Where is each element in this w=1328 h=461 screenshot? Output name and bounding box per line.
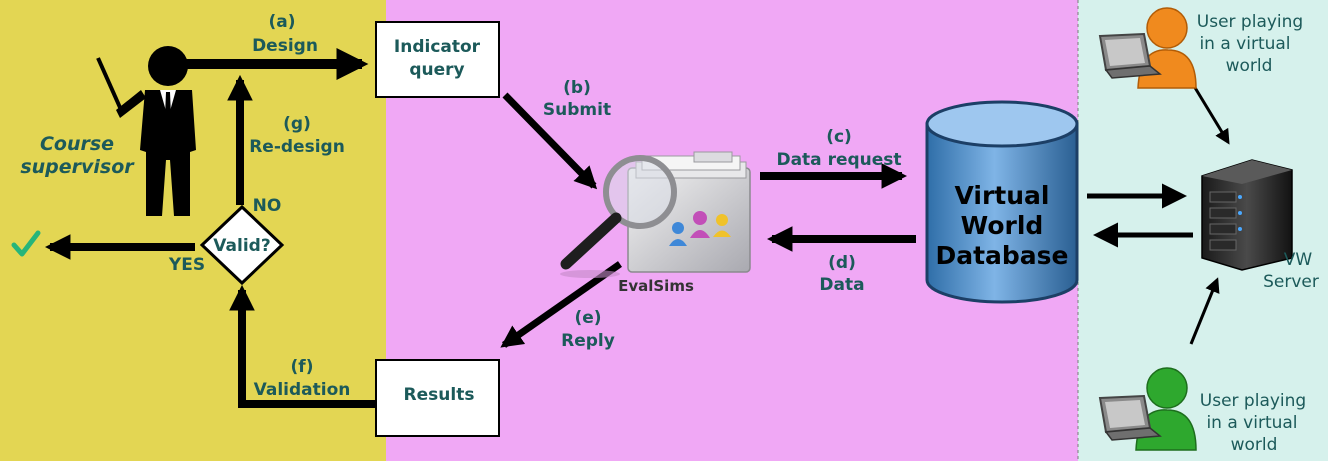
evalsims-label: EvalSims (618, 277, 694, 295)
step-g-text: Re-design (249, 137, 345, 157)
evalsims-icon (560, 151, 751, 278)
user-bottom-line3: world (1231, 435, 1278, 455)
database-line3: Database (935, 241, 1068, 270)
results-box (375, 359, 500, 437)
step-e-letter: (e) (574, 308, 601, 328)
supervisor-label-line2: supervisor (20, 156, 135, 178)
results-label: Results (404, 385, 475, 405)
step-g-letter: (g) (283, 114, 311, 134)
indicator-query-line1: Indicator (394, 37, 481, 57)
supervisor-panel (0, 0, 386, 461)
user-top-arrow (1192, 85, 1230, 145)
validation-arrow (229, 284, 378, 408)
user-bottom-line2: in a virtual (1206, 413, 1297, 433)
step-f-text: Validation (254, 380, 351, 400)
submit-arrow (502, 92, 598, 190)
server-label-line1: VW (1284, 250, 1313, 270)
step-f-letter: (f) (291, 357, 314, 377)
step-b-text: Submit (543, 100, 611, 120)
decision-label: Valid? (213, 236, 270, 256)
server-label-line2: Server (1263, 272, 1319, 292)
step-d-text: Data (819, 275, 864, 295)
step-a-text: Design (252, 36, 318, 56)
indicator-query-box (375, 21, 500, 98)
validation-decision (199, 204, 285, 286)
check-icon (11, 230, 41, 257)
supervisor-label-line1: Course (40, 133, 114, 155)
step-d-letter: (d) (828, 253, 856, 273)
step-c-letter: (c) (826, 127, 852, 147)
user-top-line3: world (1226, 56, 1273, 76)
database-line1: Virtual (955, 181, 1050, 210)
decision-no: NO (253, 196, 282, 216)
user-top-icon (1098, 7, 1197, 89)
user-bottom-arrow (1189, 277, 1220, 345)
step-a-letter: (a) (268, 12, 295, 32)
step-e-text: Reply (561, 331, 615, 351)
indicator-query-line2: query (409, 60, 464, 80)
user-top-line2: in a virtual (1199, 34, 1290, 54)
decision-yes: YES (168, 255, 205, 275)
supervisor-icon (96, 46, 196, 216)
step-c-text: Data request (776, 150, 901, 170)
database-icon (925, 100, 1079, 304)
user-bottom-icon (1098, 367, 1197, 451)
user-bottom-line1: User playing (1200, 391, 1306, 411)
server-icon (1201, 159, 1293, 271)
user-top-line1: User playing (1197, 12, 1303, 32)
step-b-letter: (b) (563, 78, 591, 98)
database-line2: World (961, 211, 1044, 240)
